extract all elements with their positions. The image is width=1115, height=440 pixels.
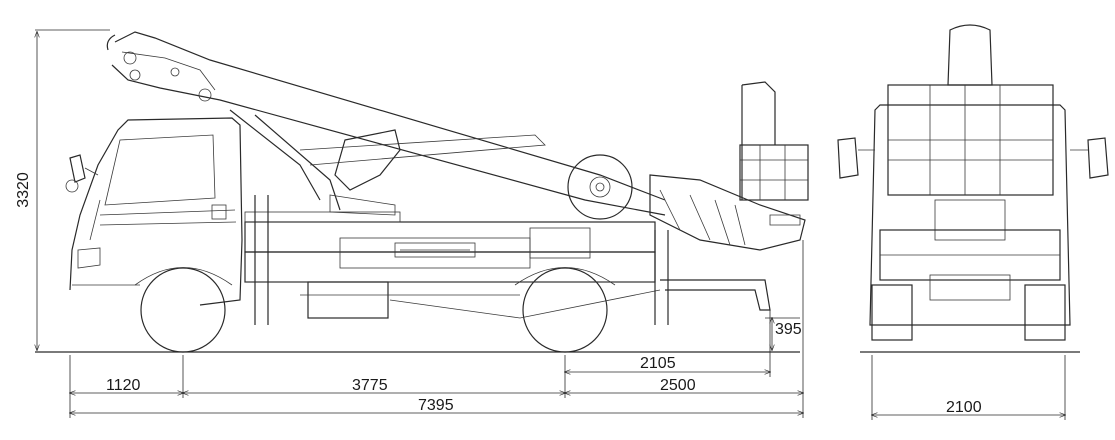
truck-body — [244, 195, 771, 325]
dim-rear-overhang: 395 — [775, 321, 802, 338]
dim-overall-length: 7395 — [418, 397, 454, 414]
dimension-lines-side — [35, 29, 803, 418]
dim-wheelbase: 3775 — [352, 377, 388, 394]
rear-view — [837, 24, 1109, 420]
dim-front-overhang: 1120 — [106, 377, 141, 394]
aerial-boom — [106, 31, 806, 251]
side-view — [35, 29, 809, 418]
front-wheel — [134, 267, 233, 353]
dim-overall-height: 3320 — [15, 172, 32, 208]
truck-cab — [65, 117, 243, 306]
dim-rear-section: 2500 — [660, 377, 696, 394]
dim-boom-rear: 2105 — [640, 355, 676, 372]
platform-basket — [739, 81, 809, 201]
dim-overall-width: 2100 — [946, 399, 982, 416]
rear-wheel — [514, 267, 616, 353]
